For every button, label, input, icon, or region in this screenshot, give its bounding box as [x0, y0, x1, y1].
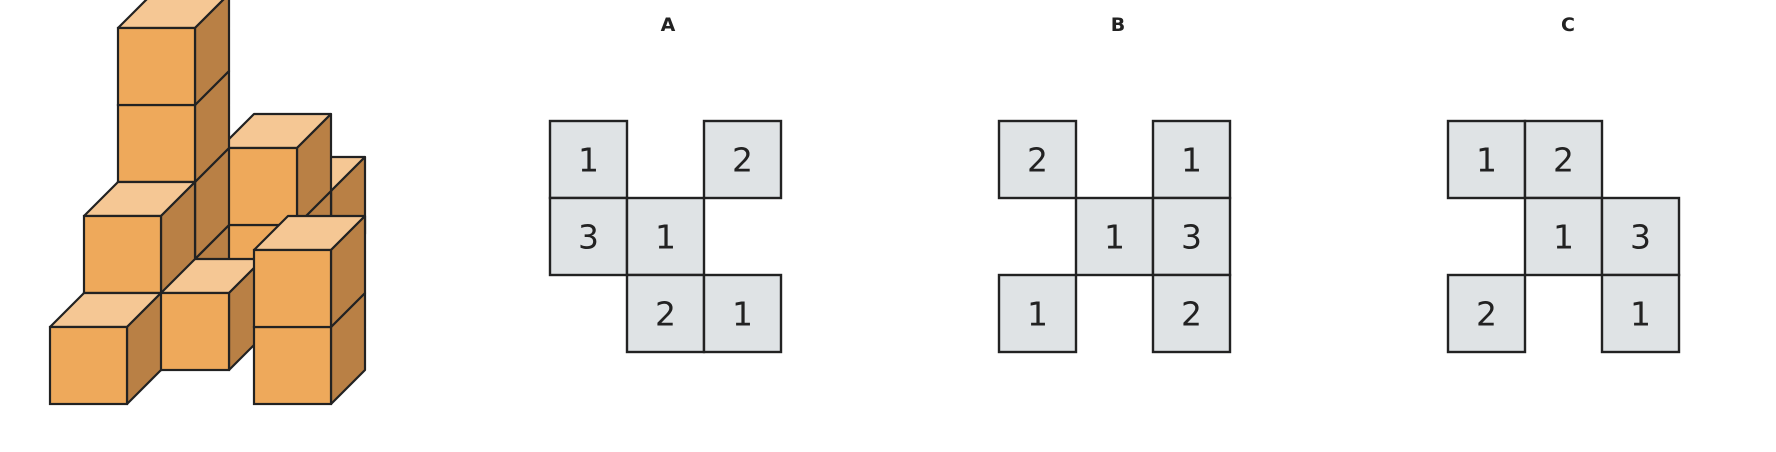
cube — [82, 180, 197, 295]
grid-cell: 3 — [1151, 196, 1232, 277]
cell-square — [702, 273, 783, 354]
cell-square — [1523, 119, 1604, 200]
cell-square — [702, 119, 783, 200]
grid-cell: 1 — [1151, 119, 1232, 200]
cube — [252, 214, 367, 329]
cell-number: 1 — [1181, 141, 1202, 180]
grid-cell: 1 — [548, 119, 629, 200]
cell-square — [625, 196, 706, 277]
cube — [116, 0, 231, 107]
grid-cell: 1 — [1600, 273, 1681, 354]
cell-number: 2 — [655, 295, 676, 334]
grid-cell: 1 — [997, 273, 1078, 354]
cube-front-face — [48, 325, 129, 406]
cell-number: 3 — [578, 218, 599, 257]
cell-square — [1600, 196, 1681, 277]
cell-number: 1 — [655, 218, 676, 257]
cell-square — [548, 119, 629, 200]
grid-cell: 1 — [702, 273, 783, 354]
grid-cell: 1 — [1446, 119, 1527, 200]
grid-cell: 3 — [548, 196, 629, 277]
cell-square — [1523, 196, 1604, 277]
grid-cell: 2 — [1523, 119, 1604, 200]
cell-number: 1 — [1553, 218, 1574, 257]
isometric-cube-figure — [48, 0, 367, 406]
grid-cell: 2 — [625, 273, 706, 354]
cube — [48, 291, 163, 406]
grid-cell: 1 — [625, 196, 706, 277]
cell-square — [1446, 273, 1527, 354]
cell-number: 1 — [1027, 295, 1048, 334]
cube-front-face — [252, 325, 333, 406]
option-b-label: B — [1110, 14, 1126, 36]
grid-cell: 2 — [1151, 273, 1232, 354]
cell-square — [1151, 273, 1232, 354]
cube — [218, 112, 333, 227]
cell-square — [1151, 196, 1232, 277]
grid-cell: 1 — [1074, 196, 1155, 277]
option-b-grid[interactable]: 2 1 1 3 1 2 — [997, 119, 1232, 354]
cell-square — [1151, 119, 1232, 200]
cell-square — [997, 273, 1078, 354]
grid-cell: 3 — [1600, 196, 1681, 277]
cell-number: 1 — [732, 295, 753, 334]
grid-cell: 2 — [702, 119, 783, 200]
cell-number: 1 — [1630, 295, 1651, 334]
cell-number: 2 — [732, 141, 753, 180]
option-a-grid[interactable]: 1 2 3 1 2 1 — [548, 119, 783, 354]
cell-number: 3 — [1630, 218, 1651, 257]
cell-number: 1 — [1476, 141, 1497, 180]
cube-front-face — [116, 26, 197, 107]
grid-cell: 2 — [1446, 273, 1527, 354]
cube-front-face — [82, 214, 163, 295]
cell-square — [997, 119, 1078, 200]
cell-square — [625, 273, 706, 354]
cell-number: 2 — [1027, 141, 1048, 180]
cell-square — [1600, 273, 1681, 354]
grid-cell: 1 — [1523, 196, 1604, 277]
cell-number: 3 — [1181, 218, 1202, 257]
cube-front-face — [218, 146, 299, 227]
cell-number: 2 — [1181, 295, 1202, 334]
cube-front-face — [150, 291, 231, 372]
cell-number: 1 — [1104, 218, 1125, 257]
cell-square — [1446, 119, 1527, 200]
grid-cell: 2 — [997, 119, 1078, 200]
cube-front-face — [116, 103, 197, 184]
cell-number: 2 — [1476, 295, 1497, 334]
cell-number: 2 — [1553, 141, 1574, 180]
option-c-label: C — [1561, 14, 1575, 36]
option-a-label: A — [660, 14, 676, 36]
cell-number: 1 — [578, 141, 599, 180]
cube-front-face — [252, 248, 333, 329]
cell-square — [1074, 196, 1155, 277]
option-c-grid[interactable]: 1 2 1 3 2 1 — [1446, 119, 1681, 354]
